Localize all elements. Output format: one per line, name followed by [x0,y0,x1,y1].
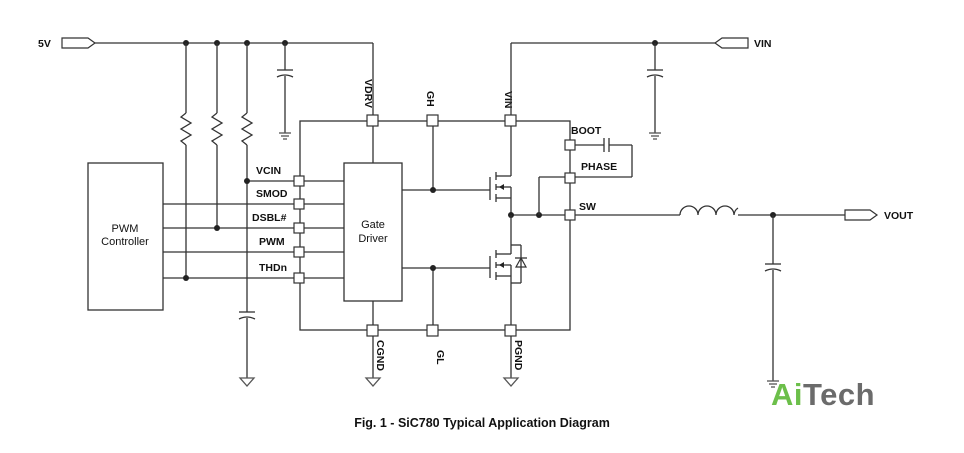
pin-label-vin-top: VIN [502,91,514,109]
pin-label-boot: BOOT [571,125,602,137]
low-side-mosfet-icon [489,215,522,325]
pin-label-vdrv: VDRV [362,79,374,108]
pin-label-pgnd: PGND [512,340,524,371]
pin-label-cgnd: CGND [374,340,386,371]
pin-cgnd [366,324,379,337]
body-diode-icon [514,256,528,268]
port-label-vout: VOUT [884,210,914,222]
logo-part-tech: Tech [803,377,876,412]
input-capacitor [646,43,664,140]
pin-label-pwm: PWM [259,236,285,248]
left-pins [293,175,344,284]
port-5v-arrow-icon [61,37,97,49]
pin-label-gl: GL [434,350,446,365]
ground-icon [238,377,256,387]
high-side-mosfet-icon [489,126,512,215]
pwm-controller-block [87,162,164,311]
resistor-icon [210,112,224,146]
ground-icon [502,377,520,387]
aitech-logo: AiTech [771,377,875,413]
pin-gh [426,114,439,127]
pin-label-phase: PHASE [581,161,617,173]
resistor-icon [240,112,254,146]
ic-package-outline [299,120,571,331]
pin-pgnd [504,324,517,337]
pin-vdrv [366,114,379,127]
inductor-icon [679,205,739,216]
pin-label-sw: SW [579,201,596,213]
gate-driver-label-1: Gate [361,219,385,231]
gate-driver-block [343,162,403,302]
gate-driver-label-2: Driver [358,233,388,245]
port-label-5v: 5V [38,38,51,50]
pin-label-gh: GH [424,91,436,107]
port-vin-arrow-icon [713,37,749,49]
logo-part-ai: Ai [771,377,803,412]
boot-capacitor [538,138,633,215]
decoupling-capacitor-5v [276,43,294,140]
pin-label-vcin: VCIN [256,165,281,177]
resistor-icon [179,112,193,146]
pin-vin [504,114,517,127]
port-vout-arrow-icon [844,209,879,221]
vcin-capacitor [238,311,256,387]
pin-label-dsbl: DSBL# [252,212,287,224]
output-capacitor [764,215,782,388]
pwm-controller-label-2: Controller [101,236,149,248]
figure-caption: Fig. 1 - SiC780 Typical Application Diag… [354,416,610,430]
pin-label-smod: SMOD [256,188,288,200]
pullup-resistors [179,43,254,312]
pin-phase [564,172,576,184]
pwm-controller-label-1: PWM [112,223,139,235]
pin-gl [426,324,439,337]
port-label-vin: VIN [754,38,772,50]
pin-boot [564,139,576,151]
ground-icon [364,377,382,387]
pin-sw [564,209,576,221]
pin-label-thdn: THDn [259,262,287,274]
